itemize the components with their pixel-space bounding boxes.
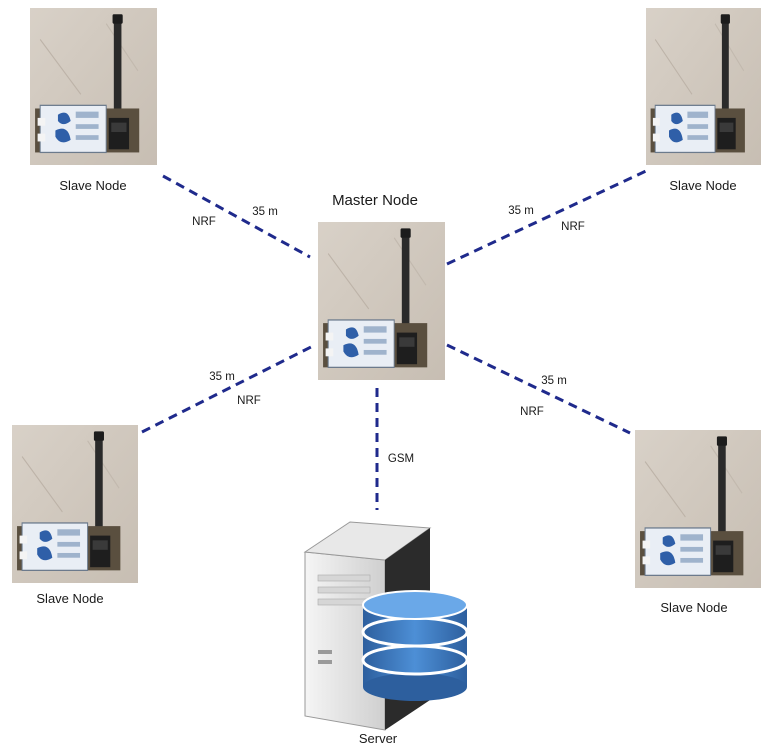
slave-node-top-left-label: Slave Node [59,178,126,193]
slave-node-bottom-left-photo [11,424,139,584]
link-top-left-protocol: NRF [192,216,216,228]
master-node-photo [317,221,446,381]
server-label: Server [359,731,398,744]
slave-node-top-left-photo [29,7,158,166]
link-top-right-distance: 35 m [508,205,534,217]
slave-node-top-right-label: Slave Node [669,178,736,193]
slave-node-bottom-right-label: Slave Node [660,600,727,615]
link-bottom-left-line [141,343,316,434]
slave-node-top-right-photo [645,7,761,166]
link-top-left-line [162,174,311,259]
slave-node-bottom-right-photo [634,429,761,589]
link-bottom-right-distance: 35 m [541,375,567,387]
link-top-right-line [446,169,647,266]
link-top-right-protocol: NRF [561,221,585,233]
master-node-label: Master Node [332,192,418,209]
link-master-server-protocol: GSM [388,453,414,465]
link-bottom-left-distance: 35 m [209,371,235,383]
link-bottom-right-line [446,343,631,435]
database-icon [361,590,469,701]
link-bottom-left-protocol: NRF [237,395,261,407]
link-top-left-distance: 35 m [252,206,278,218]
links [141,169,647,510]
slave-node-bottom-left-label: Slave Node [36,591,103,606]
link-bottom-right-protocol: NRF [520,406,544,418]
